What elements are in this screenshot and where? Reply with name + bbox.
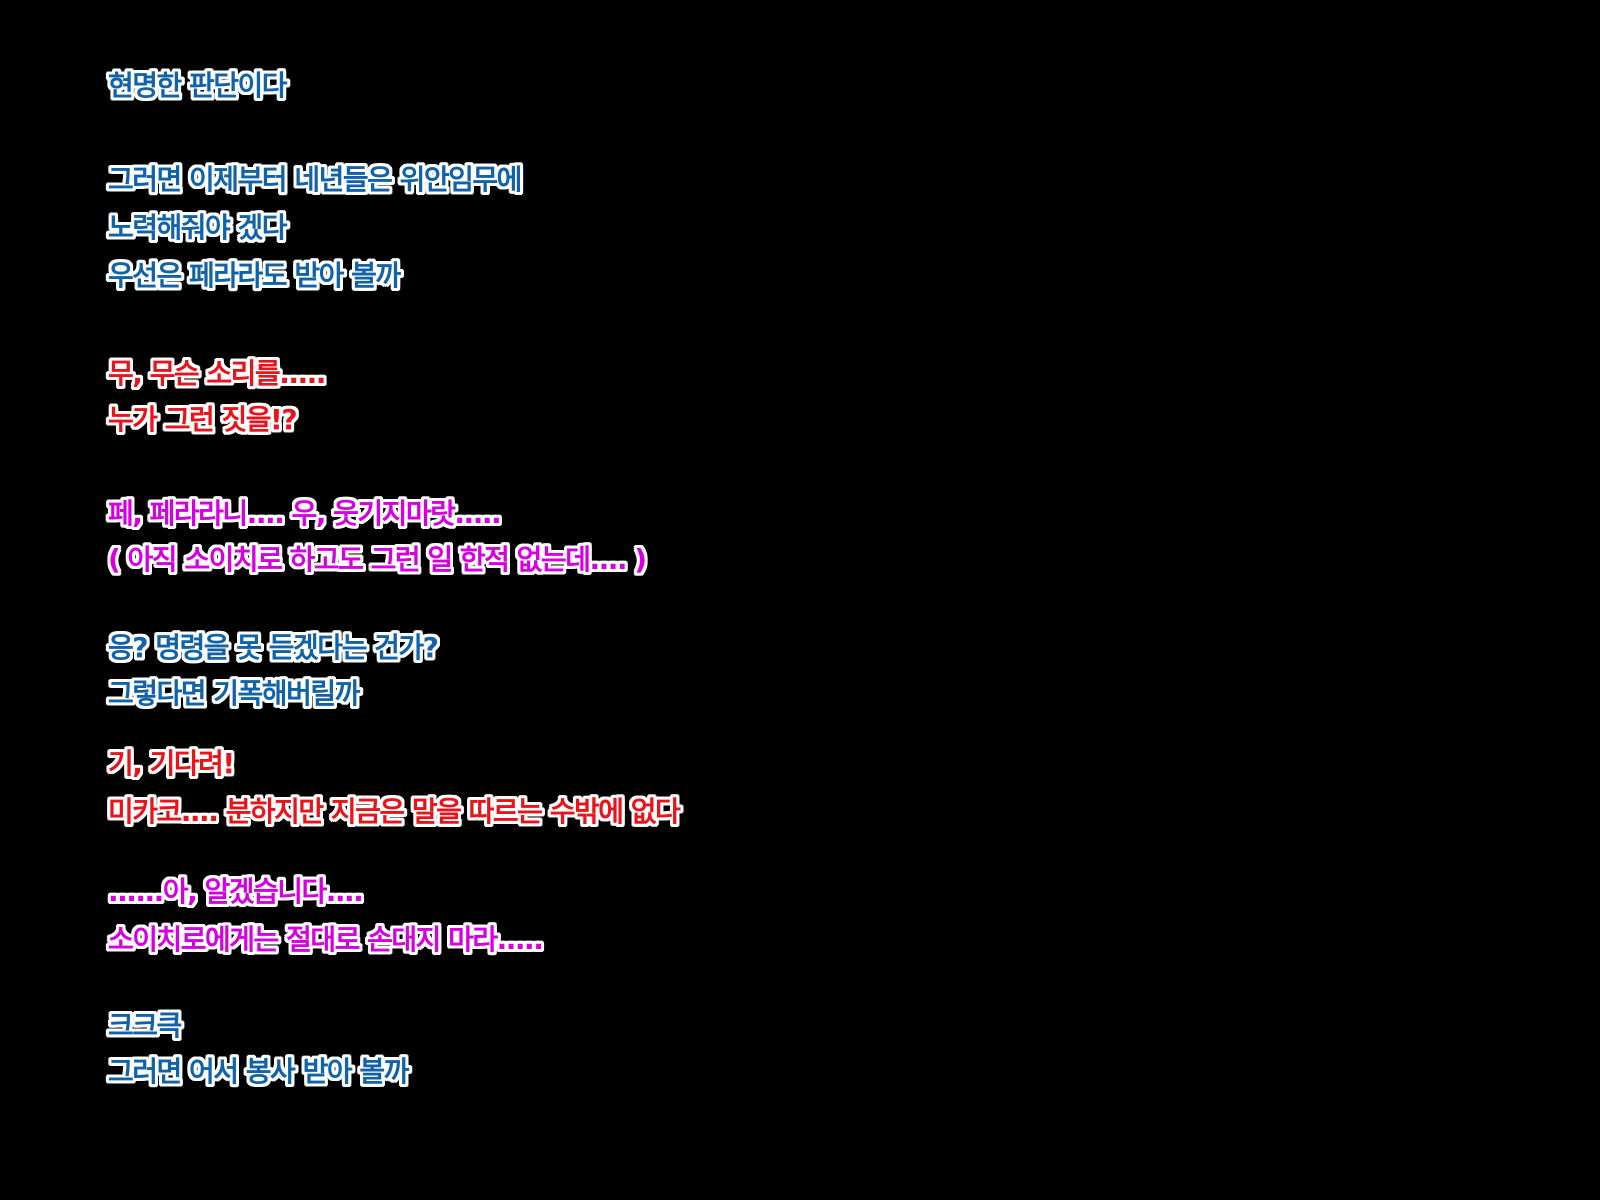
dialogue-line-blue: 그러면 어서 봉사 받아 볼까 xyxy=(108,1055,409,1088)
dialogue-line-blue: 크크큭 xyxy=(108,1009,182,1042)
dialogue-line-blue: 그렇다면 기폭해버릴까 xyxy=(108,677,360,710)
dialogue-line-red: 기, 기다려! xyxy=(108,747,235,780)
dialogue-line-blue: 현명한 판단이다 xyxy=(108,69,288,102)
dialogue-line-blue: 노력해줘야 겠다 xyxy=(108,211,288,244)
dialogue-line-red: 무, 무슨 소리를..... xyxy=(108,357,326,390)
dialogue-line-red: 누가 그런 짓을!? xyxy=(108,403,298,436)
dialogue-line-blue: 응? 명령을 못 듣겠다는 건가? xyxy=(108,631,439,664)
dialogue-line-magenta: ( 아직 소이치로 하고도 그런 일 한적 없는데.... ) xyxy=(108,543,647,576)
dialogue-line-magenta: ......아, 알겠습니다.... xyxy=(108,875,364,908)
dialogue-line-red: 미카코.... 분하지만 지금은 말을 따르는 수밖에 없다 xyxy=(108,795,681,828)
dialogue-line-magenta: 페, 페라라니.... 우, 웃기지마랏..... xyxy=(108,497,502,530)
dialogue-line-magenta: 소이치로에게는 절대로 손대지 마라..... xyxy=(108,923,544,956)
dialogue-line-blue: 우선은 페라라도 받아 볼까 xyxy=(108,259,401,292)
dialogue-line-blue: 그러면 이제부터 네년들은 위안임무에 xyxy=(108,163,522,196)
